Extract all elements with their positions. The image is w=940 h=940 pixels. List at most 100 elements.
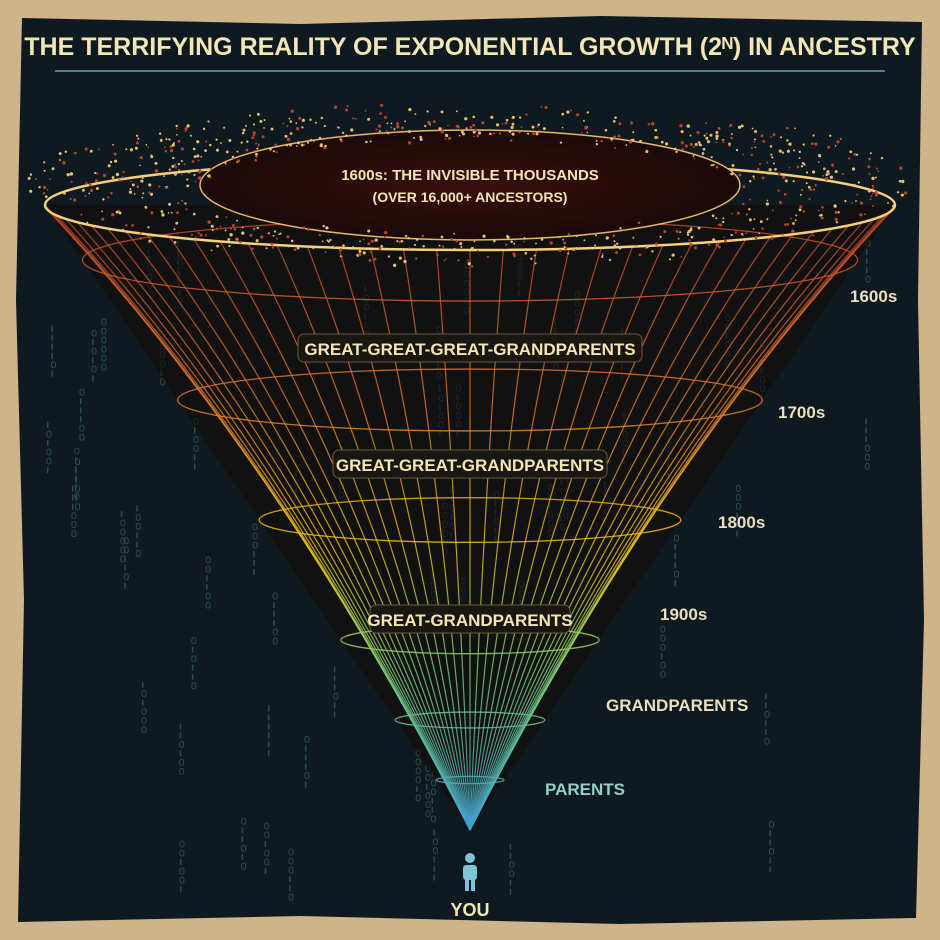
generation-ring (258, 497, 682, 543)
ancestor-dot (680, 255, 683, 258)
ancestor-dot (869, 152, 872, 155)
ancestor-dot (160, 210, 164, 213)
ancestor-dot (303, 143, 306, 146)
ancestor-dot (426, 110, 429, 113)
binary-digit-mark (79, 398, 82, 405)
ancestor-dot (219, 225, 222, 228)
binary-digit-mark (288, 866, 294, 874)
ancestor-dot (786, 222, 790, 226)
ancestor-dot (651, 250, 654, 253)
ancestor-dot (655, 242, 659, 246)
ancestor-dot (637, 221, 641, 225)
ancestor-dot (80, 213, 83, 216)
ancestor-dot (722, 141, 725, 144)
ancestor-dot (769, 145, 773, 148)
ancestor-dot (770, 135, 773, 138)
ancestor-dot (89, 188, 94, 193)
ancestor-dot (706, 140, 711, 144)
ancestor-dot (880, 156, 884, 160)
ancestor-dot (781, 233, 784, 236)
ancestor-dot (384, 115, 387, 119)
ancestor-dot (396, 240, 399, 243)
binary-digit-mark (509, 861, 515, 869)
ancestor-dot (730, 212, 733, 215)
binary-digit-mark (253, 550, 255, 557)
ancestor-dot (306, 141, 310, 144)
ancestor-dot (98, 148, 100, 151)
ancestor-dot (505, 118, 509, 122)
ancestor-dot (450, 237, 454, 241)
binary-digit-mark (120, 555, 126, 563)
binary-digit-mark (191, 682, 197, 690)
ancestor-dot (812, 234, 815, 237)
binary-digit-mark (136, 532, 138, 539)
ancestor-dot (689, 134, 692, 137)
ancestor-dot (443, 259, 446, 262)
ancestor-dot (508, 129, 512, 133)
ancestor-dot (759, 220, 763, 224)
ancestor-dot (246, 140, 249, 143)
era-label-1900s: 1900s (660, 605, 707, 624)
ancestor-dot (472, 123, 476, 127)
ancestor-dot (383, 236, 386, 239)
ancestor-dot (112, 143, 114, 146)
lineage-line (338, 247, 471, 831)
svg-text:GREAT-GRANDPARENTS: GREAT-GRANDPARENTS (367, 611, 572, 630)
binary-digit-mark (50, 361, 56, 369)
binary-digit-mark (433, 856, 435, 863)
binary-digit-mark (51, 370, 53, 377)
ancestor-dot (332, 245, 334, 248)
binary-digit-mark (46, 467, 49, 474)
ancestor-dot (715, 134, 719, 138)
ancestor-dot (765, 202, 769, 206)
ancestor-dot (286, 137, 291, 142)
ancestor-dot (135, 134, 139, 137)
ancestor-dot (440, 235, 444, 239)
binary-digit-mark (765, 702, 767, 709)
ancestor-dot (809, 188, 812, 191)
ancestor-dot (748, 218, 752, 222)
binary-digit-mark (272, 628, 278, 636)
ancestor-dot (721, 139, 724, 141)
ancestor-dot (723, 239, 727, 243)
ancestor-dot (337, 126, 340, 129)
binary-digit-mark (101, 354, 107, 362)
ancestor-dot (438, 127, 442, 131)
ancestor-dot (679, 124, 683, 128)
ancestor-dot (211, 229, 214, 232)
ancestor-dot (851, 167, 856, 171)
ancestor-dot (352, 117, 355, 120)
ancestor-dot (290, 109, 294, 113)
binary-digit-mark (432, 838, 438, 846)
ancestor-dot (722, 220, 725, 224)
ancestor-dot (891, 204, 895, 208)
ancestor-dot (524, 251, 528, 255)
ancestor-dot (168, 202, 172, 206)
ancestor-dot (289, 132, 293, 135)
top-label-line1: 1600s: THE INVISIBLE THOUSANDS (341, 167, 599, 184)
ancestor-dot (177, 139, 181, 143)
ancestor-dot (849, 150, 853, 154)
ancestor-dot (128, 190, 133, 194)
ancestor-dot (236, 161, 238, 164)
ancestor-dot (792, 222, 795, 225)
lineage-line (125, 231, 471, 831)
ancestor-dot (390, 122, 393, 125)
ancestor-dot (249, 114, 252, 117)
ancestor-dot (288, 245, 290, 248)
ancestor-dot (703, 134, 706, 137)
ancestor-dot (788, 166, 791, 169)
ancestor-dot (288, 117, 291, 120)
binary-digit-mark (865, 275, 871, 283)
ancestor-dot (286, 235, 290, 239)
ancestor-dot (752, 228, 755, 230)
ancestor-dot (705, 122, 708, 125)
lineage-line (469, 225, 850, 831)
ancestor-dot (841, 172, 844, 175)
ancestor-dot (482, 234, 486, 238)
ancestor-dot (692, 146, 695, 148)
binary-digit-mark (425, 801, 431, 809)
binary-digit-mark (660, 670, 666, 678)
ancestor-dot (400, 126, 404, 130)
ancestor-dot (398, 240, 401, 244)
